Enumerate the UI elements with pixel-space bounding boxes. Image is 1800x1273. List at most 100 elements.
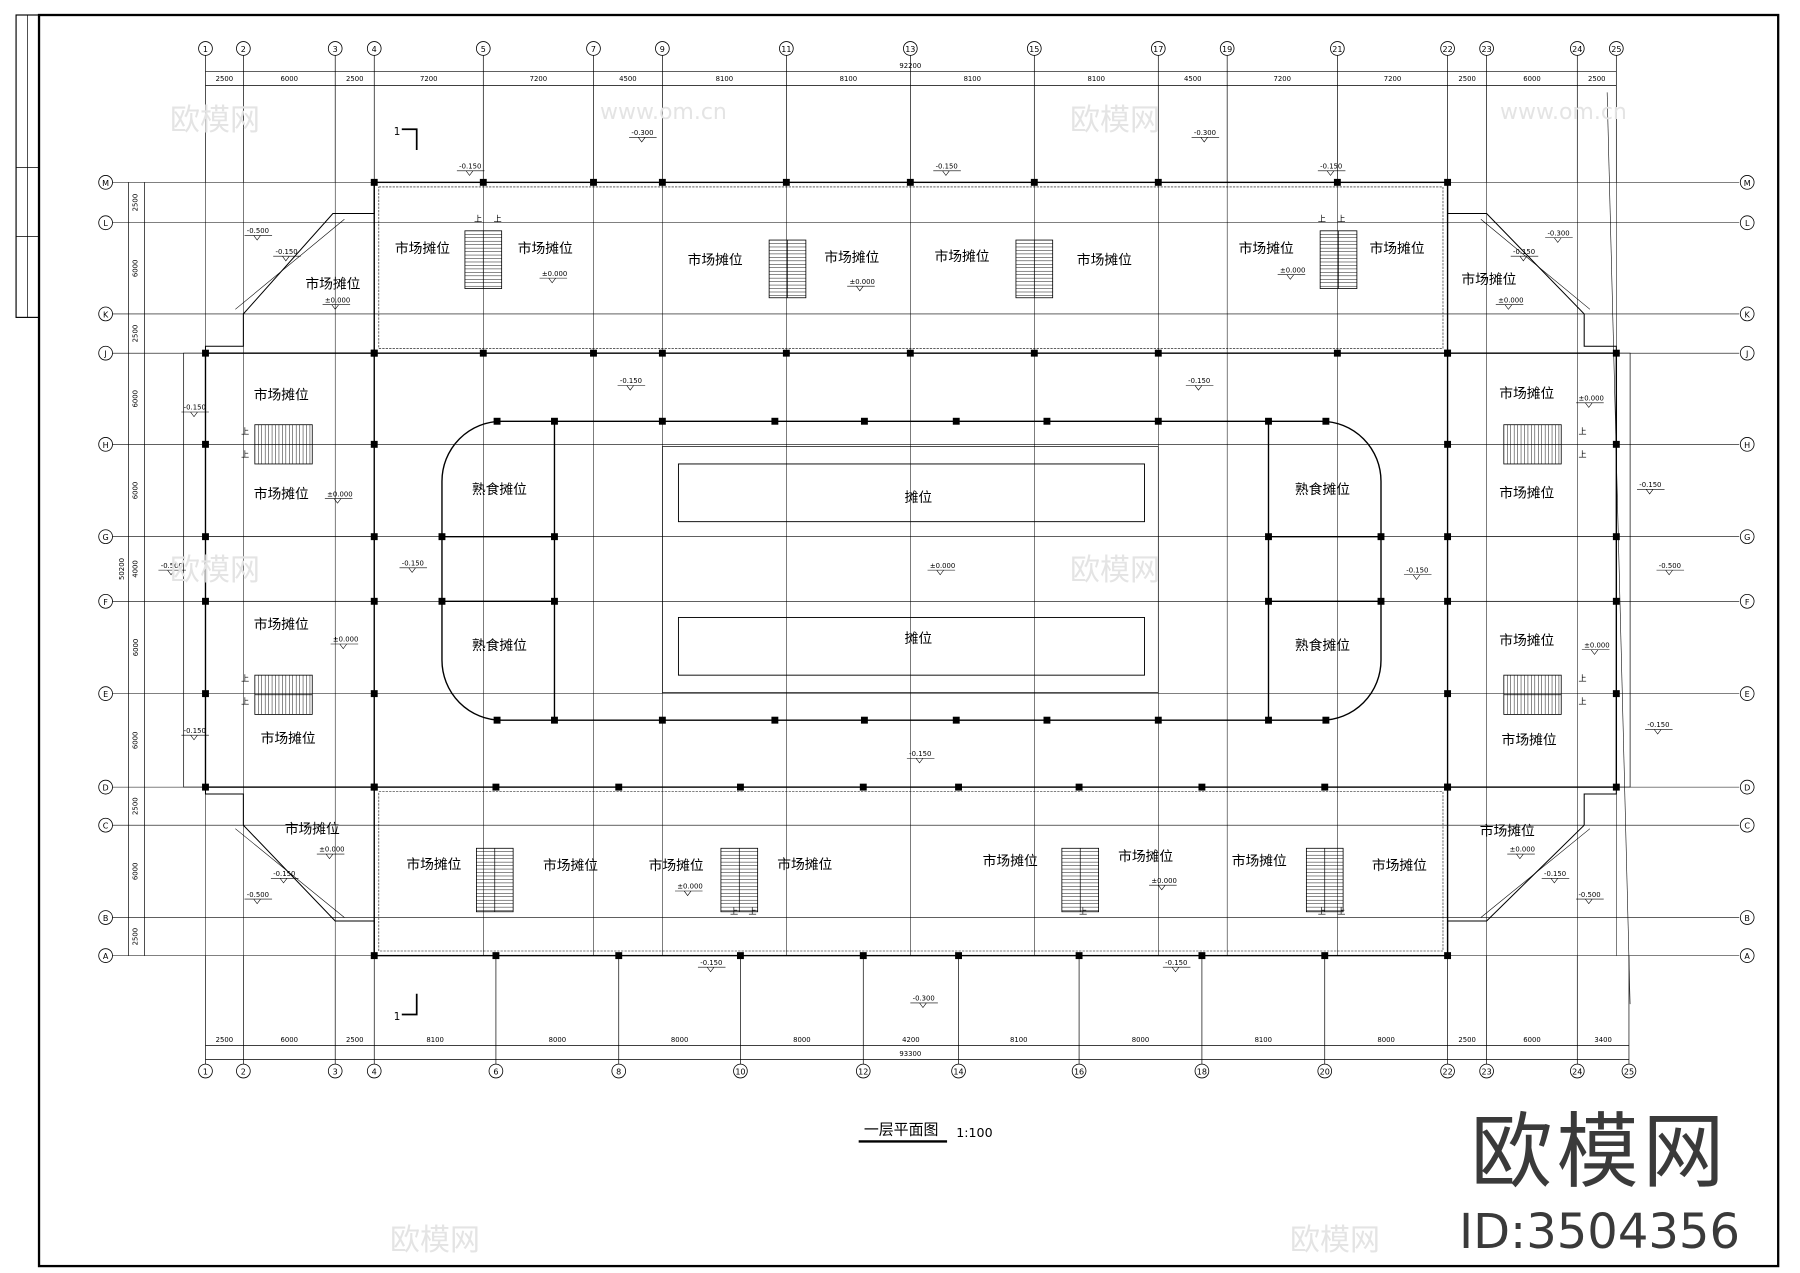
axis-bubble <box>366 41 382 56</box>
stair-up-label: 上 <box>1318 215 1326 224</box>
stair-up-label: 上 <box>1079 907 1087 916</box>
axis-bubble <box>1027 41 1042 56</box>
column <box>782 178 790 186</box>
column <box>658 716 666 724</box>
dimension-top: 8100 <box>964 75 981 83</box>
elevation-mark: ±0.000 <box>539 270 568 284</box>
market-stall-label: 市场摊位 <box>543 857 598 874</box>
stair-up-label: 上 <box>474 215 482 224</box>
column <box>1444 440 1452 448</box>
market-stall-label: 市场摊位 <box>1372 857 1427 874</box>
elevation-value: -0.150 <box>1188 377 1210 385</box>
elevation-mark: ±0.000 <box>330 636 358 650</box>
axis-bubble <box>1621 1063 1637 1079</box>
elevation-triangle <box>1645 729 1673 735</box>
dimension-bottom: 8000 <box>1377 1036 1394 1044</box>
elevation-triangle <box>1185 385 1214 391</box>
cooked-food-stall-label: 熟食摊位 <box>1295 481 1350 498</box>
elevation-value: ±0.000 <box>1510 846 1535 854</box>
market-stall-label: 市场摊位 <box>1502 731 1557 748</box>
column <box>1612 349 1620 357</box>
axis-label-right: C <box>1744 822 1750 831</box>
elevation-mark: -0.150 <box>1636 481 1665 495</box>
dimension-left: 2500 <box>132 797 140 815</box>
elevation-triangle <box>927 569 956 576</box>
axis-label-top: 13 <box>905 45 915 54</box>
axis-label-bottom: 6 <box>493 1067 498 1076</box>
column <box>1612 597 1620 605</box>
elevation-triangle <box>1510 255 1539 262</box>
axis-label-right: J <box>1745 350 1748 359</box>
axis-label-top: 21 <box>1332 45 1342 54</box>
elevation-mark: -0.500 <box>1656 562 1685 576</box>
elevation-value: ±0.000 <box>1498 296 1523 304</box>
axis-label-right: E <box>1745 690 1750 699</box>
elevation-mark: ±0.000 <box>675 883 703 897</box>
stair-up-label: 上 <box>1578 450 1586 459</box>
elevation-triangle <box>322 304 351 310</box>
column <box>1444 952 1452 960</box>
column <box>1265 417 1272 425</box>
elevation-mark: -0.150 <box>273 248 301 262</box>
column <box>551 533 558 541</box>
elevation-triangle <box>1541 878 1570 884</box>
axis-label-top: 15 <box>1029 45 1039 54</box>
elevation-value: -0.300 <box>631 129 653 137</box>
axis-bubble <box>655 41 670 56</box>
column <box>492 952 500 960</box>
drawing-title: 一层平面图 1:100 1 1 <box>394 126 993 1143</box>
column <box>906 349 914 357</box>
cooked-food-stall-label: 熟食摊位 <box>472 481 527 498</box>
axis-label-bottom: 20 <box>1320 1067 1330 1076</box>
axis-label-top: 25 <box>1611 45 1621 54</box>
cooked-food-stall-label: 熟食摊位 <box>472 637 527 654</box>
axis-label-top: 4 <box>372 45 377 54</box>
column <box>658 349 666 357</box>
elevation-triangle <box>1545 237 1573 243</box>
axis-label-bottom: 14 <box>953 1067 963 1076</box>
stair-up-label: 上 <box>494 215 502 224</box>
axis-bubble <box>98 817 113 833</box>
structural-columns <box>202 178 1620 960</box>
elevation-value: -0.300 <box>1547 229 1569 237</box>
elevation-mark: -0.500 <box>1576 891 1604 905</box>
axis-bubble <box>903 41 918 56</box>
elevation-triangle <box>316 853 345 860</box>
elevation-triangle <box>539 277 568 284</box>
column <box>736 952 744 960</box>
column <box>860 716 868 724</box>
elevation-mark: ±0.000 <box>927 562 956 576</box>
watermark: 欧模网 <box>1290 1223 1380 1258</box>
column <box>736 783 744 791</box>
axis-bubble <box>476 41 491 56</box>
column <box>1030 178 1038 186</box>
elevation-triangle <box>910 1002 938 1009</box>
elevation-value: ±0.000 <box>542 270 567 278</box>
elevation-mark: ±0.000 <box>1576 394 1604 408</box>
elevation-value: -0.150 <box>1544 870 1566 878</box>
column <box>1444 690 1452 698</box>
dimension-top: 7200 <box>1384 75 1401 83</box>
elevation-triangle <box>1149 884 1177 891</box>
elevation-value: -0.150 <box>184 404 206 412</box>
column <box>1154 178 1162 186</box>
column <box>1612 533 1620 541</box>
axis-label-left: A <box>103 952 109 961</box>
elevation-mark: -0.150 <box>1510 248 1539 262</box>
stair-up-label: 上 <box>1318 907 1326 916</box>
elevation-value: -0.500 <box>247 891 269 899</box>
column <box>370 690 378 698</box>
axis-bubble <box>98 686 113 701</box>
elevation-triangle <box>1581 649 1610 655</box>
axis-label-top: 3 <box>333 45 338 54</box>
dimension-left: 6000 <box>132 863 140 881</box>
column <box>1154 716 1162 724</box>
elevation-triangle <box>1636 489 1665 495</box>
column <box>370 533 378 541</box>
axis-bubble <box>98 306 113 322</box>
dimension-top: 4500 <box>619 75 636 83</box>
dimension-left: 2500 <box>132 325 140 343</box>
axis-label-right: K <box>1745 310 1751 319</box>
elevation-mark: -0.150 <box>906 750 935 764</box>
dimension-top: 6000 <box>281 75 298 83</box>
